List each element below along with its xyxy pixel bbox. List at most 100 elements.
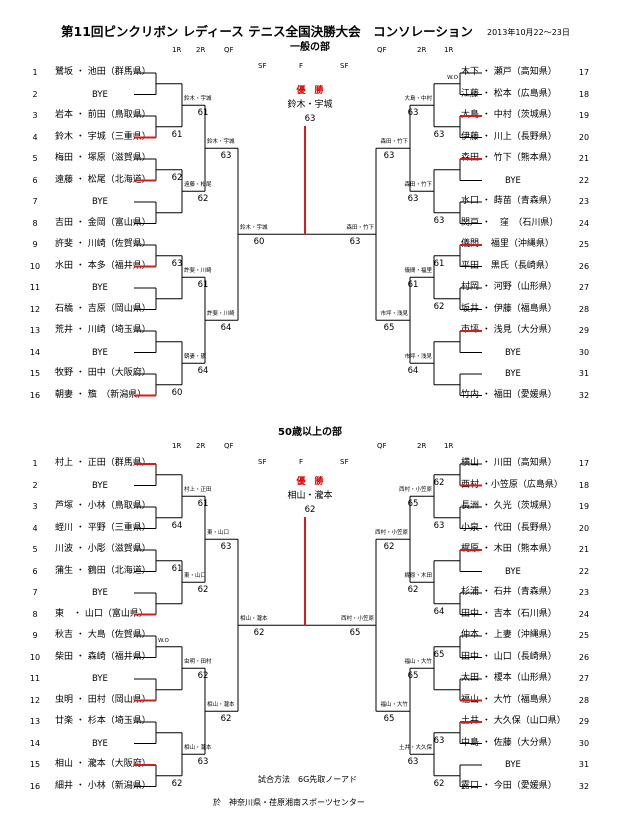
entry-name: 田中 ・ 吉本（石川県） [461,608,557,619]
left_sf-score: 60 [253,237,265,248]
left_r2-winner-label: 許斐・川崎 [184,268,212,275]
page-title: 第11回ピンクリボン レディース テニス全国決勝大会 コンソレーション [61,24,473,39]
entry-seed: 30 [578,347,590,357]
entry-name: 遠藤 ・ 松尾（北海道） [55,174,151,185]
round-label-left: 2R [196,46,206,54]
round-label-left: 1R [172,46,182,54]
left_r2-score: 61 [197,280,209,291]
right_r2-winner-label: 福山・大竹 [404,659,432,666]
right_r2-winner-label: 土井・大久保 [398,745,432,752]
entry-name: 長洲 ・ 久光（茨城県） [461,501,557,511]
round-label-right: 1R [444,442,454,450]
left_r2-winner-label: 朝妻・籏 [184,354,207,361]
entry-seed: 32 [578,781,590,791]
right_qf-winner-label: 福山・大竹 [380,702,408,709]
right_r2-winner-label: 大島・中村 [404,96,432,103]
entry-name: 西村 ・小笠原（広島県） [461,479,563,490]
right_r2-winner-label: 儀間・福里 [404,268,432,275]
left_qf-score: 63 [220,151,232,162]
left_qf-winner-label: 東・山口 [207,530,230,537]
entry-seed: 8 [32,218,38,228]
right_r1-score: 63 [433,735,445,746]
entry-seed: 11 [29,674,41,683]
entry-name: 細井 ・ 小林（新潟県） [55,780,151,791]
section-title: 一般の部 [290,42,330,53]
right_r1-score: 62 [433,301,445,312]
left_r1-score: 63 [171,258,183,269]
entry-name: 朝妻 ・ 籏 （新潟県） [55,389,147,400]
entry-name: 儀間 福里（沖縄県） [461,239,554,249]
entry-seed: 13 [29,326,41,335]
right_r2-score: 65 [407,499,419,510]
entry-seed: 18 [578,480,590,490]
left_sf-score: 62 [253,628,265,639]
entry-seed: 18 [578,89,590,99]
right_r1-score: 63 [433,215,445,226]
entry-bye: BYE [92,480,108,491]
entry-seed: 16 [29,390,41,400]
round-label-center: SF [340,458,349,466]
entry-name: 土井 ・ 大久保（山口県） [461,716,566,726]
round-label-center: F [299,62,304,70]
entry-name: 柴田 ・ 森崎（福井県） [55,651,151,662]
left_r2-score: 61 [197,499,209,510]
entry-seed: 26 [578,652,590,662]
entry-seed: 1 [32,459,38,468]
left_r1-winner-label: W.O [158,637,169,644]
entry-name: 蒲生 ・ 鶴田（北海道） [55,565,151,576]
left_qf-score: 62 [220,714,232,725]
entry-name: 福山 ・ 大竹（福島県） [461,694,557,705]
entry-seed: 27 [578,283,590,292]
left_qf-winner-label: 相山・瀧本 [207,702,235,709]
entry-bye: BYE [505,347,521,358]
left_sf-winner-label: 鈴木・宇城 [240,225,268,232]
right_r1-score: 65 [433,649,445,660]
entry-name: 村上 ・ 正田（群馬県） [55,458,151,468]
entry-name: 伊藤 ・ 川上（長野県） [461,131,557,142]
round-label-right: 2R [417,442,427,450]
entry-seed: 7 [32,197,38,206]
entry-seed: 2 [32,89,38,99]
entry-name: 仲本 ・ 上妻（沖縄県） [461,630,557,640]
round-label-right: QF [377,442,387,450]
entry-name: 市坪 ・ 浅見（大分県） [461,325,557,335]
final-score: 63 [304,114,316,124]
entry-seed: 14 [29,738,41,748]
entry-bye: BYE [92,347,108,358]
entry-seed: 23 [578,588,590,597]
round-label-left: 1R [172,442,182,450]
right_r2-score: 65 [407,671,419,682]
left_r1-score: 62 [171,172,183,183]
entry-seed: 22 [578,566,590,576]
right_r2-winner-label: 梶原・木田 [404,573,432,580]
entry-bye: BYE [505,175,521,186]
entry-name: 虫明 ・ 田村（岡山県） [55,694,151,705]
entry-seed: 28 [578,304,590,314]
entry-name: 秋吉 ・ 大島（佐賀県） [55,630,151,640]
entry-bye: BYE [505,566,521,577]
entry-seed: 6 [32,175,38,185]
round-label-right: 2R [417,46,427,54]
champion-name: 鈴木・宇城 [287,100,333,110]
right_r1-score: 61 [433,258,445,269]
left_qf-score: 64 [220,323,232,334]
left_r2-winner-label: 鈴木・宇城 [184,96,212,103]
left_r1-score: 64 [171,520,183,531]
entry-seed: 32 [578,390,590,400]
entry-name: 荒井 ・ 川崎（埼玉県） [55,325,151,335]
right_qf-winner-label: 西村・小笠原 [374,530,408,537]
entry-seed: 4 [32,523,38,533]
left_sf-winner-label: 相山・瀧本 [240,616,268,623]
entry-seed: 30 [578,738,590,748]
left_r1-score: 62 [171,778,183,789]
entry-name: 相山 ・ 瀧本（大阪府） [55,759,151,769]
entry-seed: 24 [578,218,590,228]
entry-name: 鈴木 ・ 宇城（三重県） [55,131,151,142]
entry-name: 村岡 ・ 河野（山形県） [461,282,557,292]
entry-bye: BYE [92,89,108,100]
entry-seed: 25 [578,240,590,249]
entry-name: 田中 ・ 山口（長崎県） [461,651,557,662]
round-label-left: 2R [196,442,206,450]
champion-name: 相山・瀧本 [287,491,333,501]
